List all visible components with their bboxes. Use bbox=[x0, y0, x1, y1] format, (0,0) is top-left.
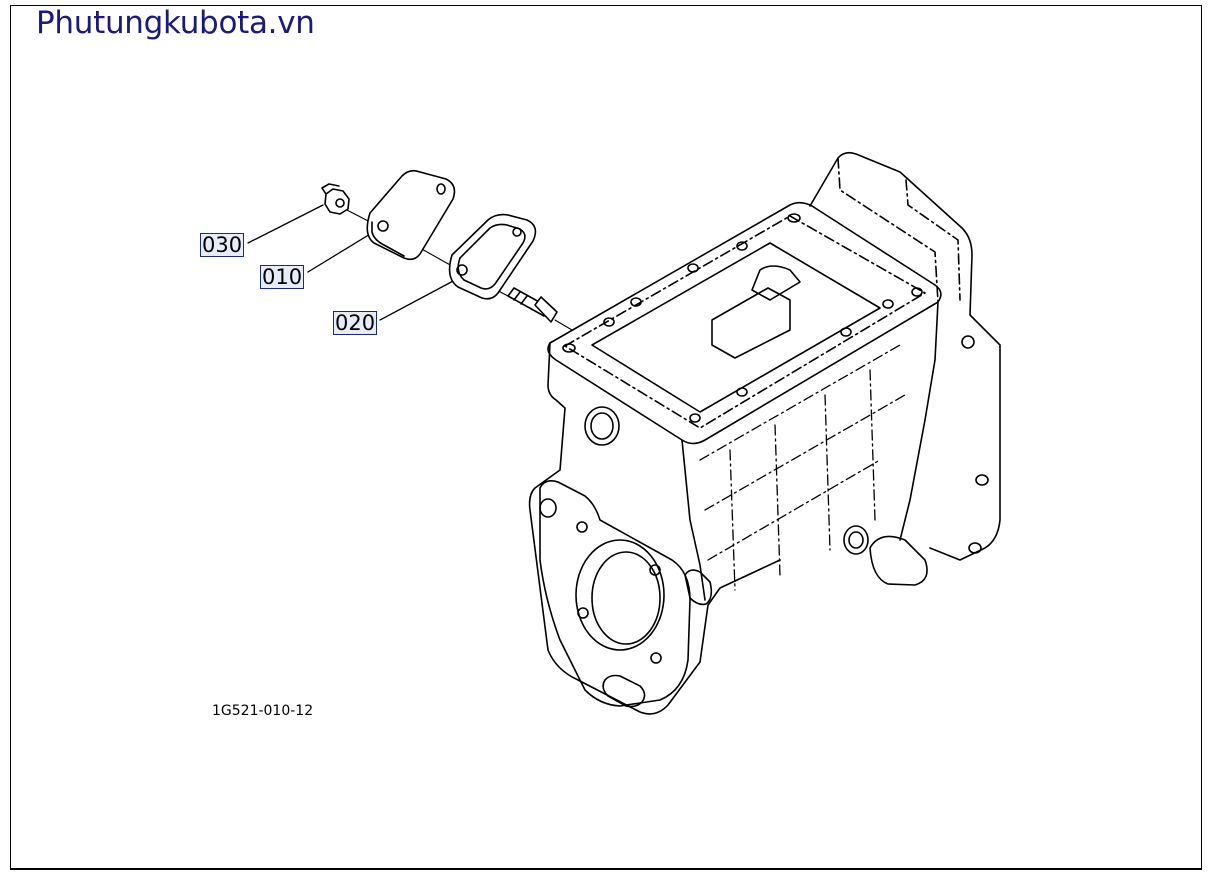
flange-bolt-holes bbox=[562, 213, 923, 423]
callout-010[interactable]: 010 bbox=[260, 265, 305, 289]
transmission-case-part[interactable] bbox=[528, 151, 1001, 715]
site-brand[interactable]: Phutungkubota.vn bbox=[36, 5, 315, 41]
frame-bottom-rule bbox=[10, 869, 1202, 870]
figure-code: 1G521-010-12 bbox=[212, 703, 314, 719]
callout-020[interactable]: 020 bbox=[333, 311, 378, 335]
nut-030-part[interactable] bbox=[321, 183, 350, 215]
callout-030[interactable]: 030 bbox=[200, 233, 245, 257]
case-ribs bbox=[699, 344, 906, 591]
drawing-frame bbox=[10, 5, 1202, 869]
cover-plate-010-part[interactable] bbox=[366, 169, 456, 261]
stud-part[interactable] bbox=[507, 287, 558, 323]
gasket-020-part[interactable] bbox=[448, 213, 537, 300]
